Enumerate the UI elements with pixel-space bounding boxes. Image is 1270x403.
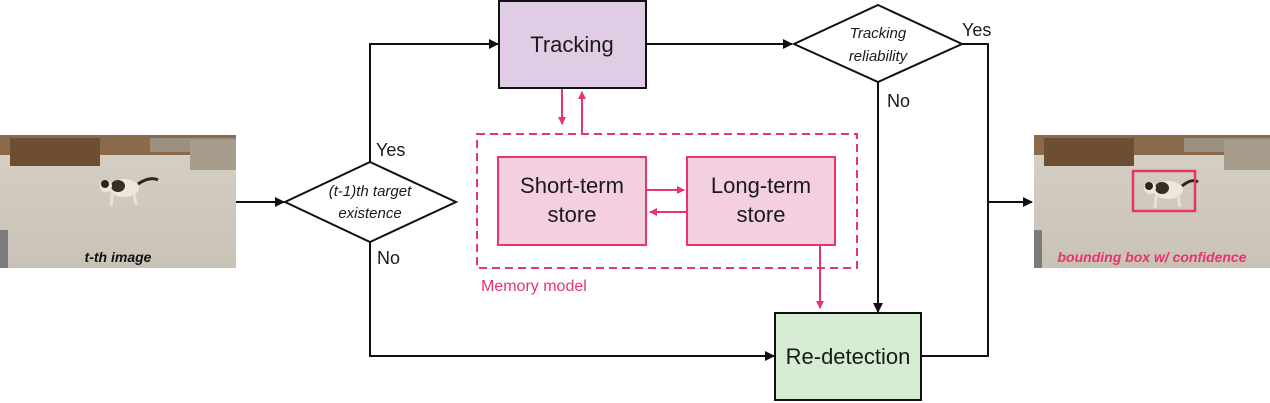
reliability-no-label: No (887, 91, 910, 111)
short-term-label-line2: store (548, 202, 597, 227)
tracking-label: Tracking (530, 32, 614, 57)
memory-connectors (558, 89, 824, 309)
tracking-reliability-decision: Tracking reliability (791, 3, 965, 84)
cat-figure-output (1144, 179, 1199, 209)
tracking-node: Tracking (498, 0, 647, 89)
output-image: bounding box w/ confidence (1034, 135, 1270, 268)
long-term-label-line2: store (737, 202, 786, 227)
output-image-caption: bounding box w/ confidence (1058, 249, 1247, 265)
target-existence-label-line1: (t-1)th target (329, 183, 412, 200)
bounding-box (1131, 169, 1197, 213)
input-image: t-th image (0, 135, 236, 268)
reliability-label-line1: Tracking (850, 25, 907, 42)
long-term-label-line1: Long-term (711, 173, 811, 198)
cat-figure (100, 177, 159, 207)
memory-model-group: Memory model Short-term store Long-term … (476, 133, 858, 295)
long-term-store-node (686, 156, 836, 246)
memory-model-label: Memory model (481, 278, 587, 295)
short-term-label-line1: Short-term (520, 173, 624, 198)
redetection-node: Re-detection (774, 312, 922, 401)
connectors (236, 39, 1033, 361)
existence-yes-label: Yes (376, 140, 405, 160)
target-existence-decision: (t-1)th target existence (282, 160, 459, 244)
short-term-store-node (497, 156, 647, 246)
input-image-caption: t-th image (85, 249, 152, 265)
reliability-yes-label: Yes (962, 20, 991, 40)
existence-no-label: No (377, 248, 400, 268)
reliability-label-line2: reliability (849, 48, 909, 65)
target-existence-label-line2: existence (338, 205, 401, 222)
redetection-label: Re-detection (786, 344, 911, 369)
